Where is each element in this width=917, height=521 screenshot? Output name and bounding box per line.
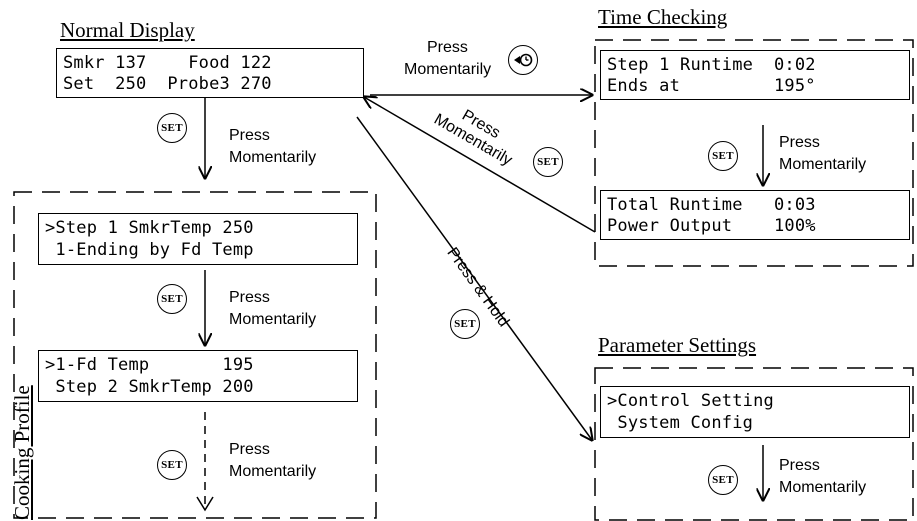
caption-press: Press — [779, 457, 820, 474]
cooking-profile-title: Cooking Profile — [10, 385, 34, 520]
set-button-icon: SET — [708, 465, 738, 495]
time-checking-dashed-box — [594, 39, 914, 267]
timer-icon — [508, 45, 538, 75]
lcd-line-1: Total Runtime 0:03 — [607, 195, 816, 215]
lcd-line-1: >Control Setting — [607, 391, 816, 411]
lcd-line-2: Step 2 SmkrTemp 200 — [45, 377, 254, 397]
caption-momentarily: Momentarily — [229, 463, 317, 480]
lcd-line-1: Step 1 Runtime 0:02 — [607, 55, 816, 75]
time-check-screen-2: Total Runtime 0:03 Power Output 100% — [600, 190, 910, 240]
arrow-cook2-next-head — [196, 496, 214, 512]
set-button-icon: SET — [157, 284, 187, 314]
parameter-settings-dashed-box — [594, 367, 914, 521]
parameter-settings-title: Parameter Settings — [598, 333, 757, 357]
normal-display-title: Normal Display — [60, 18, 195, 42]
arrow-time2-to-normal — [364, 97, 596, 233]
caption-momentarily: Momentarily — [404, 61, 492, 78]
arrow-normal-to-params — [356, 116, 592, 440]
lcd-line-2: 1-Ending by Fd Temp — [45, 240, 254, 260]
lcd-line-2: Ends at 195° — [607, 76, 816, 96]
normal-display-screen: Smkr 137 Food 122 Set 250 Probe3 270 — [56, 48, 364, 98]
time-checking-title: Time Checking — [598, 5, 728, 29]
lcd-line-2: Set 250 Probe3 270 — [63, 74, 272, 94]
time-check-screen-1: Step 1 Runtime 0:02 Ends at 195° — [600, 50, 910, 100]
caption-press: Press — [229, 441, 270, 458]
timer-icon-glyph — [514, 53, 533, 67]
caption-momentarily: Momentarily — [779, 156, 867, 173]
set-button-icon: SET — [157, 113, 187, 143]
caption-momentarily: Momentarily — [229, 311, 317, 328]
caption-press: Press — [427, 39, 468, 56]
lcd-line-1: >1-Fd Temp 195 — [45, 355, 254, 375]
lcd-line-1: >Step 1 SmkrTemp 250 — [45, 218, 254, 238]
caption-press: Press — [229, 289, 270, 306]
lcd-line-1: Smkr 137 Food 122 — [63, 53, 272, 73]
set-button-icon: SET — [533, 147, 563, 177]
set-button-icon: SET — [708, 141, 738, 171]
caption-momentarily: Momentarily — [779, 479, 867, 496]
lcd-line-2: Power Output 100% — [607, 216, 816, 236]
caption-press: Press — [229, 127, 270, 144]
set-button-icon: SET — [450, 309, 480, 339]
caption-press: Press — [779, 134, 820, 151]
cooking-profile-screen-2: >1-Fd Temp 195 Step 2 SmkrTemp 200 — [38, 350, 358, 402]
lcd-line-2: System Config — [607, 413, 816, 433]
cooking-profile-dashed-box — [13, 191, 377, 519]
caption-momentarily: Momentarily — [229, 149, 317, 166]
cooking-profile-screen-1: >Step 1 SmkrTemp 250 1-Ending by Fd Temp — [38, 213, 358, 265]
parameter-settings-screen: >Control Setting System Config — [600, 386, 910, 438]
set-button-icon: SET — [157, 450, 187, 480]
